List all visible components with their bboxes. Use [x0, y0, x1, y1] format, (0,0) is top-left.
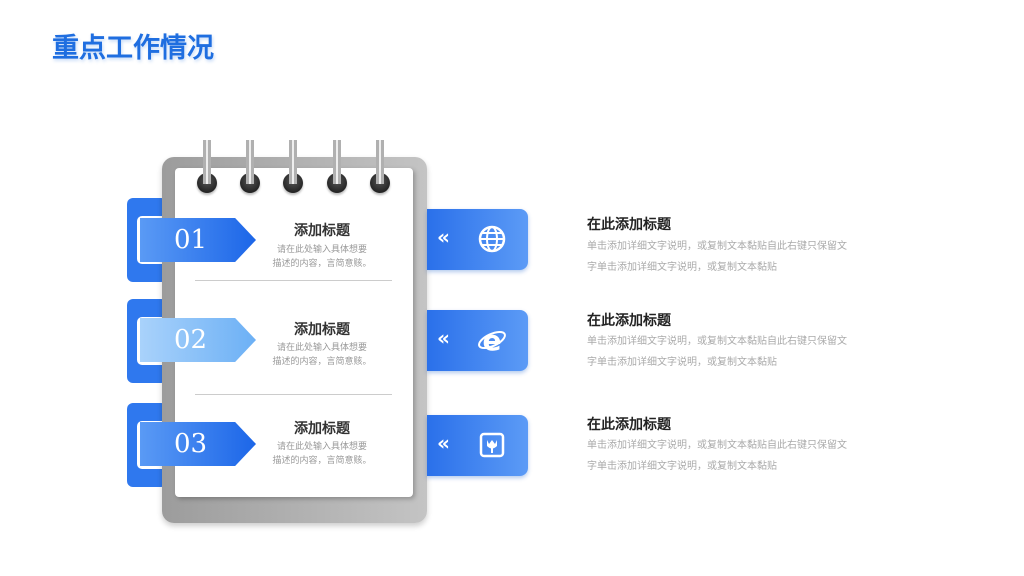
spiral-ring	[333, 140, 341, 184]
number-arrow-1: 01	[140, 218, 256, 262]
side-desc-2: 单击添加详细文字说明，或复制文本黏贴自此右键只保留文字单击添加详细文字说明，或复…	[587, 336, 847, 368]
side-title-1: 在此添加标题	[587, 217, 671, 233]
item-title-3: 添加标题	[294, 421, 350, 437]
chevron-left-icon: «	[437, 431, 450, 455]
internet-explorer-icon: e	[478, 325, 506, 355]
chevron-left-icon: «	[437, 225, 450, 249]
number-arrow-2: 02	[140, 318, 256, 362]
side-title-3: 在此添加标题	[587, 417, 671, 433]
spiral-ring	[376, 140, 384, 184]
right-tab-3: «	[427, 415, 528, 476]
side-desc-1: 单击添加详细文字说明，或复制文本黏贴自此右键只保留文字单击添加详细文字说明，或复…	[587, 241, 847, 273]
chevron-left-icon: «	[437, 326, 450, 350]
divider	[195, 394, 392, 395]
slide-title: 重点工作情况	[52, 33, 214, 64]
globe-icon	[478, 225, 506, 253]
side-desc-3: 单击添加详细文字说明，或复制文本黏贴自此右键只保留文字单击添加详细文字说明，或复…	[587, 440, 847, 472]
item-title-1: 添加标题	[294, 223, 350, 239]
item-title-2: 添加标题	[294, 322, 350, 338]
item-desc-2: 请在此处输入具体想要描述的内容，言简意赅。	[272, 343, 372, 367]
item-desc-3: 请在此处输入具体想要描述的内容，言简意赅。	[272, 442, 372, 466]
right-tab-2: « e	[427, 310, 528, 371]
right-tab-1: «	[427, 209, 528, 270]
divider	[195, 280, 392, 281]
side-title-2: 在此添加标题	[587, 313, 671, 329]
svg-text:e: e	[483, 325, 502, 355]
spiral-ring	[246, 140, 254, 184]
flower-icon	[479, 432, 505, 458]
item-desc-1: 请在此处输入具体想要描述的内容，言简意赅。	[272, 245, 372, 269]
number-arrow-3: 03	[140, 422, 256, 466]
spiral-ring	[289, 140, 297, 184]
spiral-ring	[203, 140, 211, 184]
